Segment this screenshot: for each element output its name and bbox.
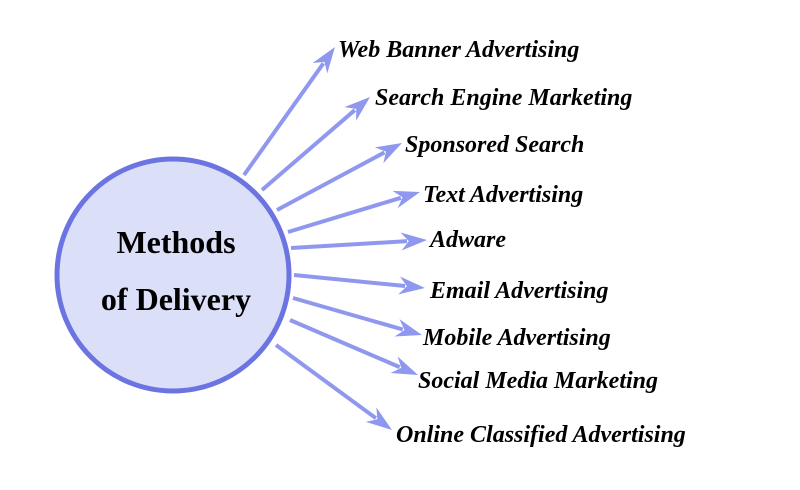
- arrow: [287, 190, 420, 234]
- arrow: [292, 296, 422, 337]
- arrow: [293, 273, 425, 295]
- arrow-shaft: [274, 343, 378, 420]
- center-circle: [54, 156, 292, 394]
- method-label: Text Advertising: [423, 182, 583, 208]
- arrow-head: [400, 232, 427, 251]
- arrow: [276, 143, 402, 212]
- arrow-head: [344, 97, 370, 121]
- arrow-shaft: [287, 195, 402, 234]
- arrow-head: [374, 143, 402, 164]
- center-title-line2: of Delivery: [101, 281, 251, 317]
- arrow: [289, 318, 418, 375]
- method-label: Online Classified Advertising: [396, 422, 686, 448]
- arrow-head: [394, 319, 422, 337]
- center-title-line1: Methods: [116, 224, 235, 260]
- arrow: [274, 343, 392, 430]
- arrow-shaft: [260, 108, 357, 192]
- method-label: Mobile Advertising: [422, 325, 611, 351]
- arrow-head: [390, 356, 418, 375]
- arrow: [260, 97, 370, 192]
- arrow: [242, 47, 335, 177]
- arrow: [290, 232, 427, 251]
- method-label: Sponsored Search: [405, 132, 584, 158]
- arrow-shaft: [290, 239, 408, 250]
- method-label: Adware: [428, 227, 506, 253]
- arrow-shaft: [242, 62, 326, 177]
- arrow-shaft: [289, 318, 401, 369]
- arrow-shaft: [293, 273, 406, 289]
- arrow-head: [398, 276, 425, 295]
- arrow-shaft: [276, 150, 386, 212]
- arrow-shaft: [292, 296, 404, 332]
- method-label: Social Media Marketing: [418, 368, 658, 394]
- method-label: Search Engine Marketing: [375, 85, 632, 111]
- method-label: Email Advertising: [429, 278, 608, 304]
- arrow-head: [392, 190, 420, 209]
- method-label: Web Banner Advertising: [338, 37, 579, 63]
- arrow-head: [365, 407, 392, 430]
- arrow-head: [312, 47, 335, 74]
